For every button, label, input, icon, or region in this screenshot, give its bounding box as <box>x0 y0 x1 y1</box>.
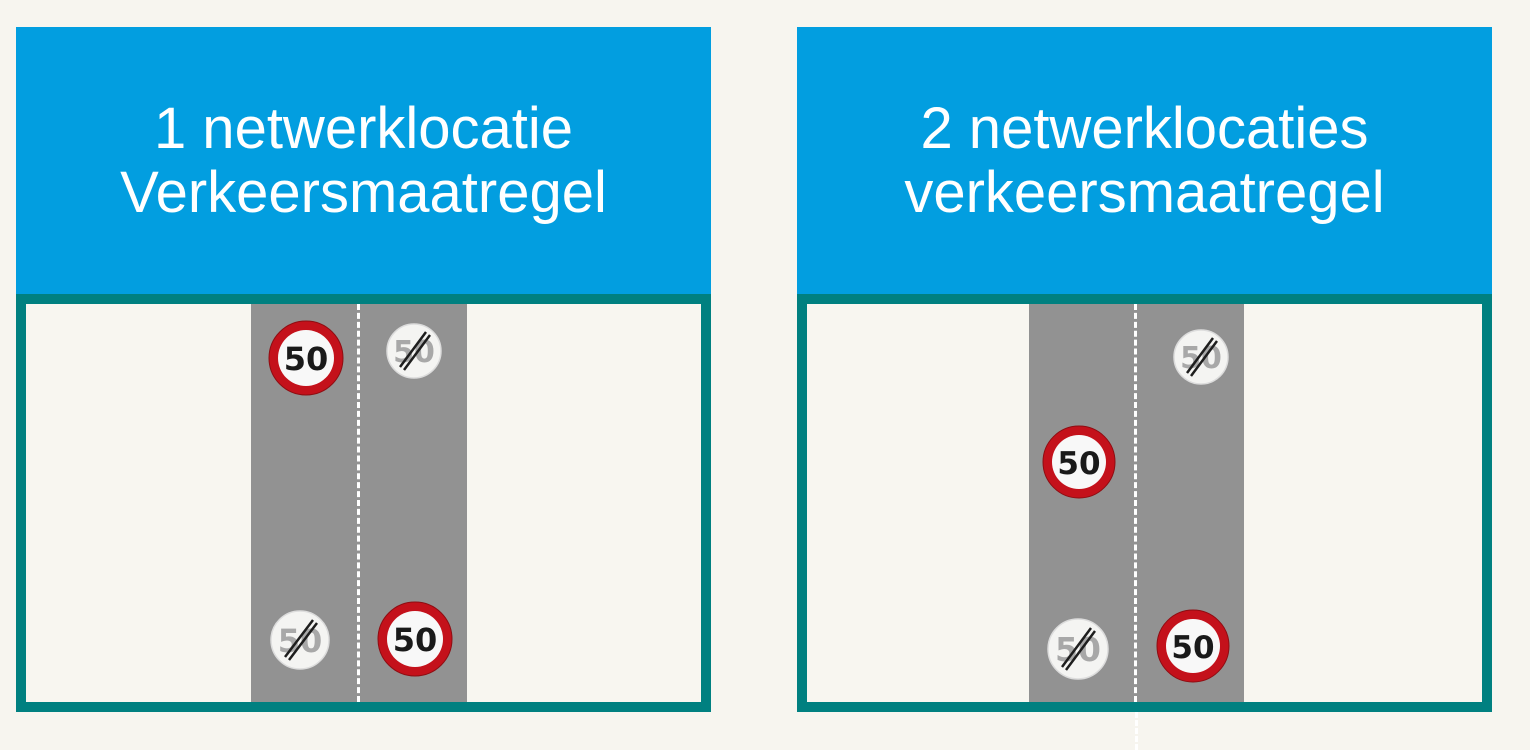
end-speed-limit-sign: 50 <box>386 323 442 379</box>
lane-divider <box>357 304 360 702</box>
end-limit-value: 50 <box>1180 341 1222 376</box>
end-speed-limit-sign: 50 <box>1173 329 1229 385</box>
end-limit-value: 50 <box>278 622 323 660</box>
speed-limit-sign: 50 <box>377 601 453 677</box>
end-limit-value: 50 <box>393 335 435 370</box>
road-diagram: 50 50 50 50 <box>16 294 711 712</box>
panel-one-network-location: 1 netwerklocatie Verkeersmaatregel 50 50… <box>16 27 711 712</box>
panel-title-line2: Verkeersmaatregel <box>120 159 607 225</box>
end-speed-limit-sign: 50 <box>1047 618 1109 680</box>
road-diagram: 50 50 50 50 <box>797 294 1492 712</box>
speed-limit-sign: 50 <box>268 320 344 396</box>
speed-limit-sign: 50 <box>1042 425 1116 499</box>
end-limit-value: 50 <box>1055 630 1101 669</box>
speed-limit-value: 50 <box>1057 446 1100 482</box>
end-speed-limit-sign: 50 <box>270 610 330 670</box>
lane-divider-extension <box>1135 712 1138 750</box>
speed-limit-value: 50 <box>1171 630 1214 666</box>
speed-limit-value: 50 <box>393 621 438 659</box>
speed-limit-value: 50 <box>284 340 329 378</box>
panel-title-line1: 1 netwerklocatie <box>153 95 574 161</box>
panel-header: 2 netwerklocaties verkeersmaatregel <box>797 27 1492 294</box>
panel-title-line1: 2 netwerklocaties <box>920 95 1369 161</box>
panel-header: 1 netwerklocatie Verkeersmaatregel <box>16 27 711 294</box>
panel-two-network-locations: 2 netwerklocaties verkeersmaatregel 50 5… <box>797 27 1492 712</box>
lane-divider <box>1134 304 1137 702</box>
speed-limit-sign: 50 <box>1156 609 1230 683</box>
panel-title-line2: verkeersmaatregel <box>904 159 1385 225</box>
